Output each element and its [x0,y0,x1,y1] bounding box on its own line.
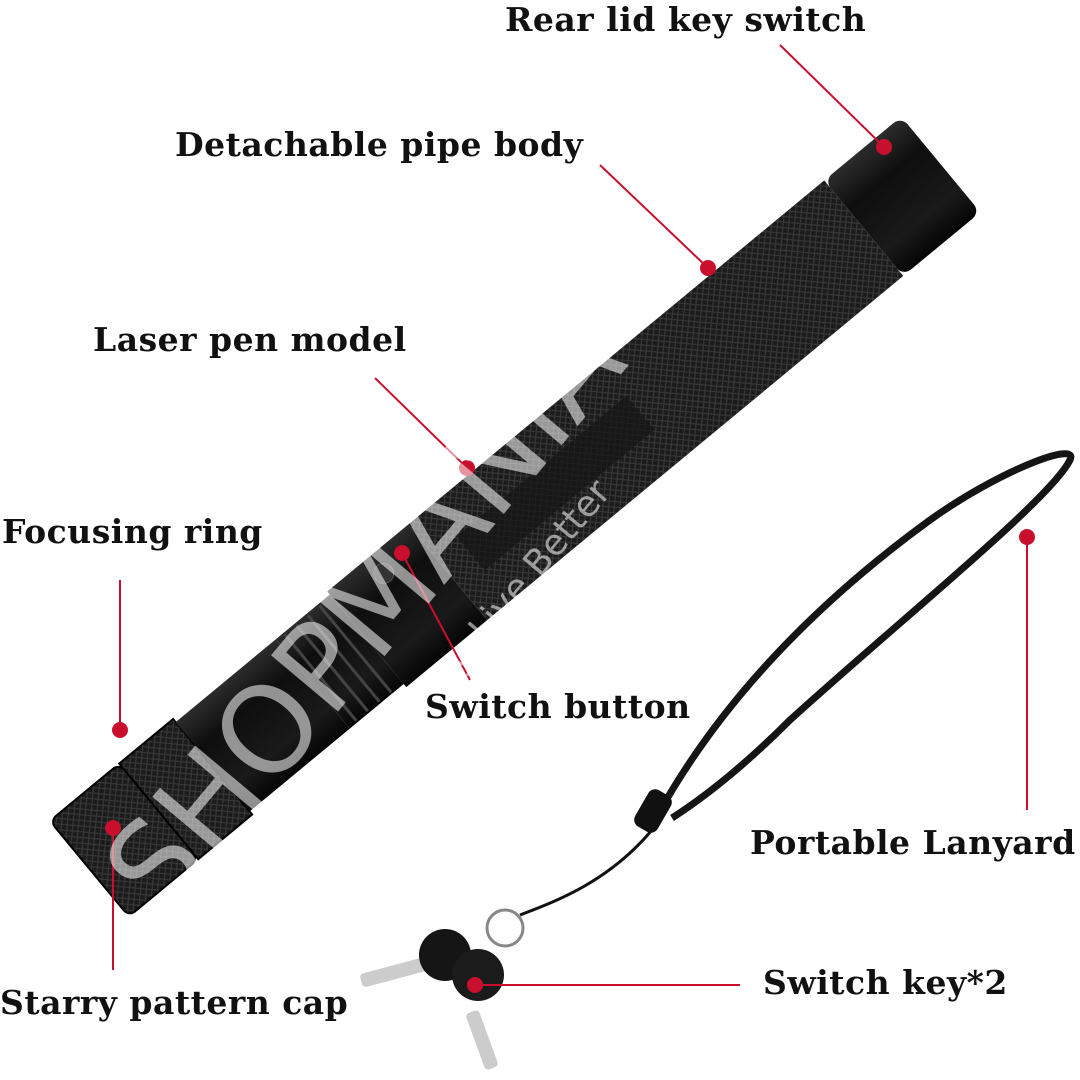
lanyard [651,450,1075,822]
label-detachable-pipe-body: Detachable pipe body [175,125,584,164]
lanyard-slider [634,789,672,833]
label-laser-pen-model: Laser pen model [93,320,407,359]
label-starry-pattern-cap: Starry pattern cap [0,983,349,1022]
label-switch-key: Switch key*2 [763,963,1008,1002]
label-switch-button: Switch button [425,687,691,726]
label-portable-lanyard: Portable Lanyard [750,823,1076,862]
switch-keys [360,929,504,1070]
label-focusing-ring: Focusing ring [2,512,263,551]
label-rear-lid-key-switch: Rear lid key switch [505,0,867,39]
callout-lines [105,44,1035,993]
laser-pen [52,120,977,915]
